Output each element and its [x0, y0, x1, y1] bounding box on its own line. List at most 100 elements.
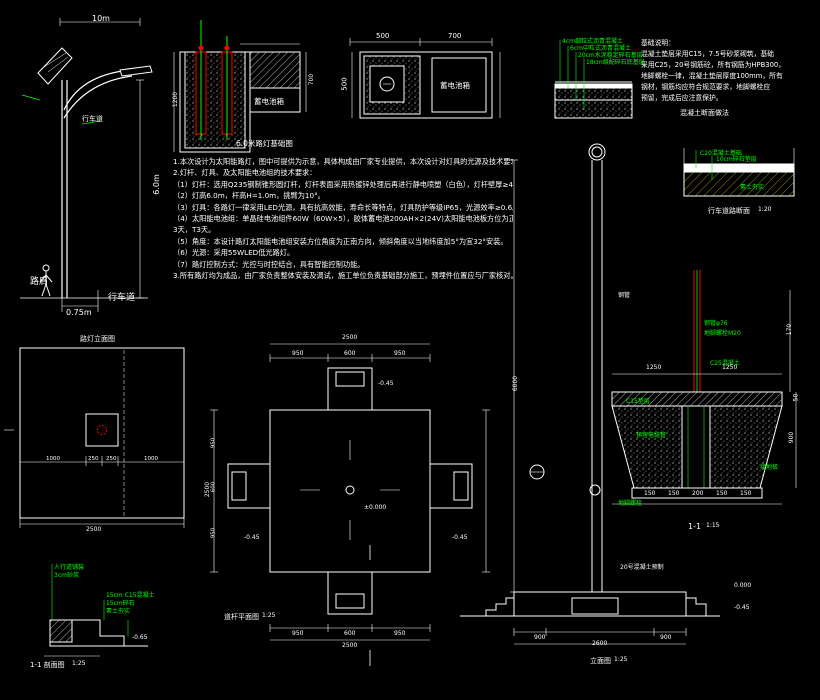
- left-section-scale: 1:25: [72, 660, 86, 667]
- note-line: 1.本次设计为太阳能路灯，图中可提供为示意，具体构成由厂家专业提供，本次设计对灯…: [173, 157, 513, 166]
- elev-045b: -0.45: [244, 534, 260, 541]
- dim-700v: 700: [308, 73, 316, 86]
- left-section: [44, 564, 148, 657]
- title-plan: 道杆平面图: [224, 613, 259, 621]
- road-section: [554, 40, 633, 119]
- title-road-diagram: 路灯立面图: [80, 335, 115, 343]
- dim-950b: 950: [394, 350, 406, 357]
- battery-pit-section: [173, 20, 307, 153]
- elevation-scale: 1:25: [614, 656, 628, 663]
- dim-250a: 250: [88, 456, 99, 462]
- plan-scale: 1:25: [262, 612, 276, 619]
- dim-10m: 10m: [92, 14, 110, 23]
- dim-250b: 250: [106, 456, 117, 462]
- title-road-section: 行车道路断面: [708, 207, 750, 215]
- dim-900a: 900: [534, 634, 546, 641]
- right-note-line: 混凝土垫层采用C15，7.5号砂浆砌筑，基础: [641, 50, 774, 58]
- dim-1250b: 1250: [722, 364, 738, 371]
- section-tag: 接地极: [760, 464, 779, 471]
- battery-box-plan: [349, 38, 501, 119]
- section-tag: 钢管φ76: [704, 320, 728, 327]
- dim-600-left: 600: [210, 481, 217, 493]
- note-line: （1）灯杆：选用Q235钢制锥形圆灯杆，灯杆表面采用热镀锌处理后再进行静电喷塑（…: [173, 179, 513, 189]
- dim-150c: 150: [716, 490, 728, 497]
- section-tag: C25混凝土: [710, 360, 740, 367]
- elev-000: ±0.000: [364, 504, 387, 511]
- design-notes: 1.本次设计为太阳能路灯，图中可提供为示意，具体构成由厂家专业提供，本次设计对灯…: [173, 156, 513, 281]
- label-carriageway-2: 行车道: [82, 115, 103, 123]
- label-carriageway: 行车道: [108, 293, 136, 303]
- dim-900b: 900: [660, 634, 672, 641]
- note-line: 2.灯杆、灯具、及太阳能电池组的技术要求：: [173, 168, 317, 178]
- note-line: （4）太阳能电池组：单晶硅电池组件60W（60W×5），胶体蓄电池200AH×2…: [173, 214, 513, 224]
- note-line: （6）光源：采用55WLED低光路灯。: [173, 248, 295, 258]
- title-precast: 20号混凝土预制: [620, 564, 664, 571]
- dim-950-left-2: 950: [210, 527, 217, 539]
- elev-045d: -0.45: [734, 604, 750, 611]
- dim-2500-top: 2500: [342, 334, 358, 341]
- dim-950-bottom-2: 950: [394, 630, 406, 637]
- left-sec-layer: 15cm碎石: [106, 600, 135, 607]
- section-tag: 预埋电缆管: [636, 432, 667, 439]
- dim-2600: 2600: [592, 640, 608, 647]
- left-sec-layer: 人行道铺装: [54, 564, 85, 571]
- note-line: （2）灯高6.0m，杆高H=1.0m，挑臂为10°。: [173, 191, 325, 201]
- right-note-line: 预留，完成后应注意保护。: [641, 94, 723, 102]
- dim-2500-bottom: 2500: [342, 642, 358, 649]
- dim-600-bottom: 600: [344, 630, 356, 637]
- note-line: （5）角度：本设计路灯太阳能电池组安装方位角度为正南方向，倾斜角度以当地纬度加5…: [173, 236, 508, 246]
- mid-layer: 10cm碎石垫层: [716, 156, 757, 163]
- label-battery-pit: 蓄电池箱: [254, 97, 284, 106]
- title-section-main: 1-1: [688, 522, 702, 531]
- dim-075: 0.75m: [66, 308, 92, 317]
- dim-500a: 500: [376, 32, 390, 40]
- dim-1250a: 1250: [646, 364, 662, 371]
- dim-950-left: 950: [210, 437, 217, 449]
- dim-6000: 6000: [512, 375, 520, 392]
- dim-700: 700: [448, 32, 462, 40]
- foundation-notes: 基础说明： 混凝土垫层采用C15，7.5号砂浆砌筑，基础 采用C25，20号钢筋…: [641, 38, 816, 104]
- dim-2500-rd: 2500: [86, 526, 102, 533]
- mid-layer: C20混凝土基础: [700, 150, 742, 157]
- title-left-section: 1-1 剖面图: [30, 661, 65, 669]
- concrete-section: [683, 148, 795, 197]
- title-concrete-section: 混凝土断面做法: [680, 109, 729, 117]
- road-section-scale: 1:20: [758, 206, 772, 213]
- note-line: 3.所有路灯均为成品，由厂家负责整体安装及调试，施工单位负责基础部分施工，预埋件…: [173, 271, 513, 281]
- road-layer: 6cm中粒式沥青混凝土: [570, 45, 631, 52]
- dim-200: 200: [692, 490, 704, 497]
- title-pit: 6.0米路灯基础图: [236, 139, 293, 148]
- elev-045a: -0.45: [378, 380, 394, 387]
- dim-1200: 1200: [172, 91, 180, 108]
- section-main-scale: 1:15: [706, 522, 720, 529]
- road-light-plan: [4, 347, 185, 528]
- dim-1000: 1000: [46, 456, 60, 462]
- dim-500b: 500: [340, 77, 349, 91]
- right-note-line: 基础说明：: [641, 39, 675, 47]
- note-line: （7）路灯控制方式：光控与时控结合，具有智能控制功能。: [173, 259, 365, 269]
- right-note-line: 采用C25，20号钢筋砼，所有钢筋为HPB300，: [641, 61, 786, 69]
- label-steel: 钢管: [618, 292, 631, 299]
- note-line: 3天，T3天。: [173, 225, 216, 235]
- dim-950-bottom: 950: [292, 630, 304, 637]
- dim-150d: 150: [740, 490, 752, 497]
- right-note-line: 钢材，钢筋均应符合规范要求，地脚螺栓应: [641, 83, 771, 91]
- dim-150a: 150: [644, 490, 656, 497]
- title-elevation: 立面图: [590, 657, 611, 665]
- dim-50: 50: [792, 393, 800, 402]
- dim-150b: 150: [668, 490, 680, 497]
- dim-1000b: 1000: [144, 456, 158, 462]
- road-layer: 18cm级配碎石底基层: [586, 59, 645, 66]
- road-layer: 4cm细粒式沥青混凝土: [562, 38, 623, 45]
- elev-0000: 0.000: [734, 582, 752, 589]
- elev-065: -0.65: [132, 634, 148, 641]
- label-sidewalk: 路肩: [30, 277, 49, 287]
- foundation-plan: [210, 343, 490, 666]
- elev-045c: -0.45: [452, 534, 468, 541]
- dim-170: 170: [786, 323, 794, 336]
- dim-900v: 900: [788, 431, 796, 444]
- dim-950a: 950: [292, 350, 304, 357]
- label-battery-box: 蓄电池箱: [440, 81, 470, 90]
